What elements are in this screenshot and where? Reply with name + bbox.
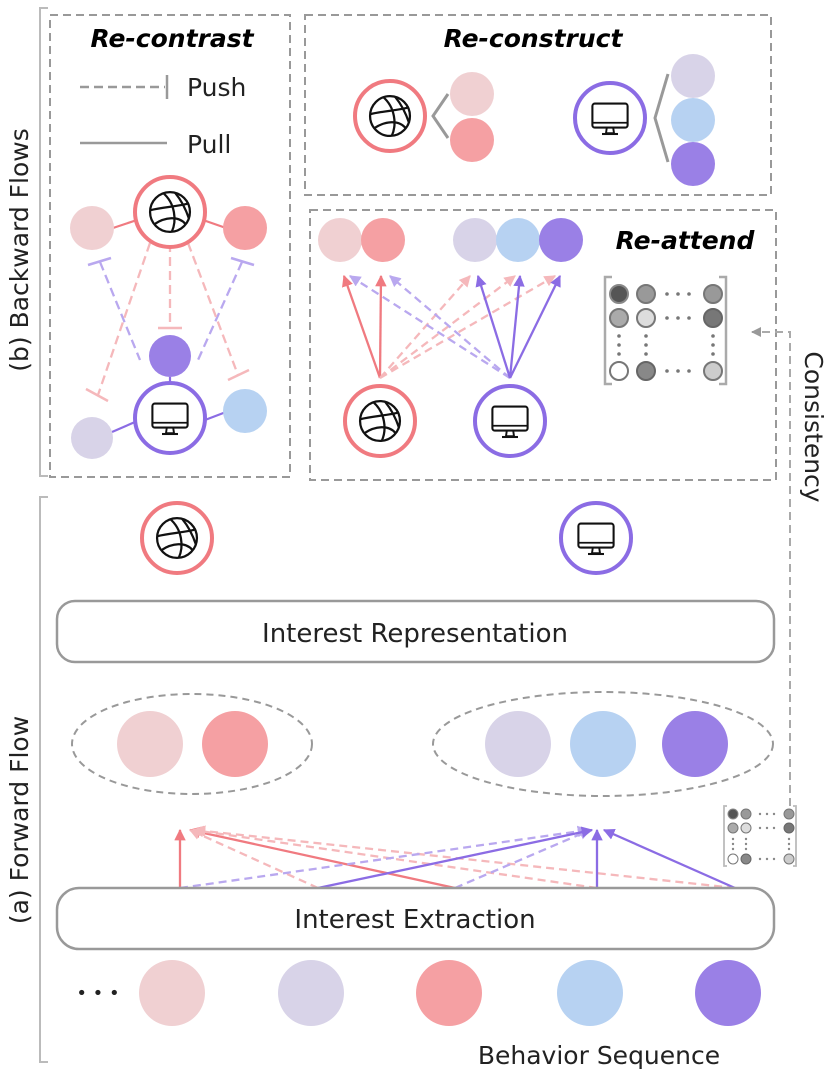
sport-cluster [71,693,313,795]
reconstruct-tech-bracket [653,73,670,163]
behavior-item-2 [278,960,344,1026]
consistency-label: Consistency [799,351,828,502]
legend-pull-label: Pull [187,130,231,159]
reconstruct-sport [353,79,427,153]
reconstruct-sport-bracket [431,93,450,139]
behavior-item-1 [139,960,205,1026]
rc-blue-node [223,389,267,433]
recontrast-title: Re-contrast [90,24,254,53]
rcs-red-light-node [450,72,494,116]
sequence-ellipsis: • • • [76,983,119,1004]
pull-lines [111,218,227,434]
push-lines [96,242,244,396]
reattend-box [309,209,777,481]
fw-cluster-purple-node [662,711,728,777]
small-attention-matrix [723,805,797,867]
reconstruct-tech [573,81,647,155]
push-ends [85,256,255,403]
reconstruct-box [304,14,772,196]
rcs-red-node [450,118,494,162]
ra-red-light-node [318,218,362,262]
fw-cluster-red-light-node [117,711,183,777]
recontrast-box [49,14,291,478]
ra-blue-node [496,218,540,262]
consistency-connector [751,327,791,806]
interest-extraction-label: Interest Extraction [294,905,535,935]
legend-push-label: Push [187,73,246,102]
reattend-title: Re-attend [616,226,756,255]
legend-push [80,75,169,99]
ra-purple-node [539,218,583,262]
basketball-icon [368,94,412,138]
rc-sport-interest [133,175,207,249]
reconstruct-title: Re-construct [444,24,624,53]
reattend-tech [473,384,547,458]
rc-purple-node [149,335,191,377]
basketball-icon [155,516,199,560]
backward-section-label: (b) Backward Flows [5,128,34,372]
attention-matrix [603,275,728,386]
rc-purple-light-node [71,417,113,459]
tech-cluster [432,691,774,797]
fw-cluster-blue-node [570,711,636,777]
forward-section-label: (a) Forward Flow [5,716,34,924]
rcs-purple-node [671,142,715,186]
interest-extraction-box [55,886,776,951]
interest-representation-box [55,599,776,664]
fw-cluster-purple-light-node [485,711,551,777]
behavior-item-4 [557,960,623,1026]
reattend-sport [343,384,417,458]
rcs-purple-light-node [671,54,715,98]
backward-bracket [39,7,48,477]
fw-cluster-red-node [202,711,268,777]
rcs-blue-node [671,98,715,142]
fw-tech-interest [559,501,633,575]
behavior-item-5 [695,960,761,1026]
rc-red-node [223,206,267,250]
behavior-sequence-label: Behavior Sequence [478,1041,720,1070]
ra-purple-light-node [453,218,497,262]
extraction-arrows [174,825,736,890]
basketball-icon [148,190,192,234]
rc-tech-interest [133,381,207,455]
behavior-item-3 [416,960,482,1026]
fw-sport-interest [140,501,214,575]
basketball-icon [358,399,402,443]
rc-red-light-node [70,206,114,250]
reattend-arrows [342,274,562,379]
forward-bracket [39,496,48,1063]
ra-red-node [361,218,405,262]
interest-representation-label: Interest Representation [262,619,568,649]
